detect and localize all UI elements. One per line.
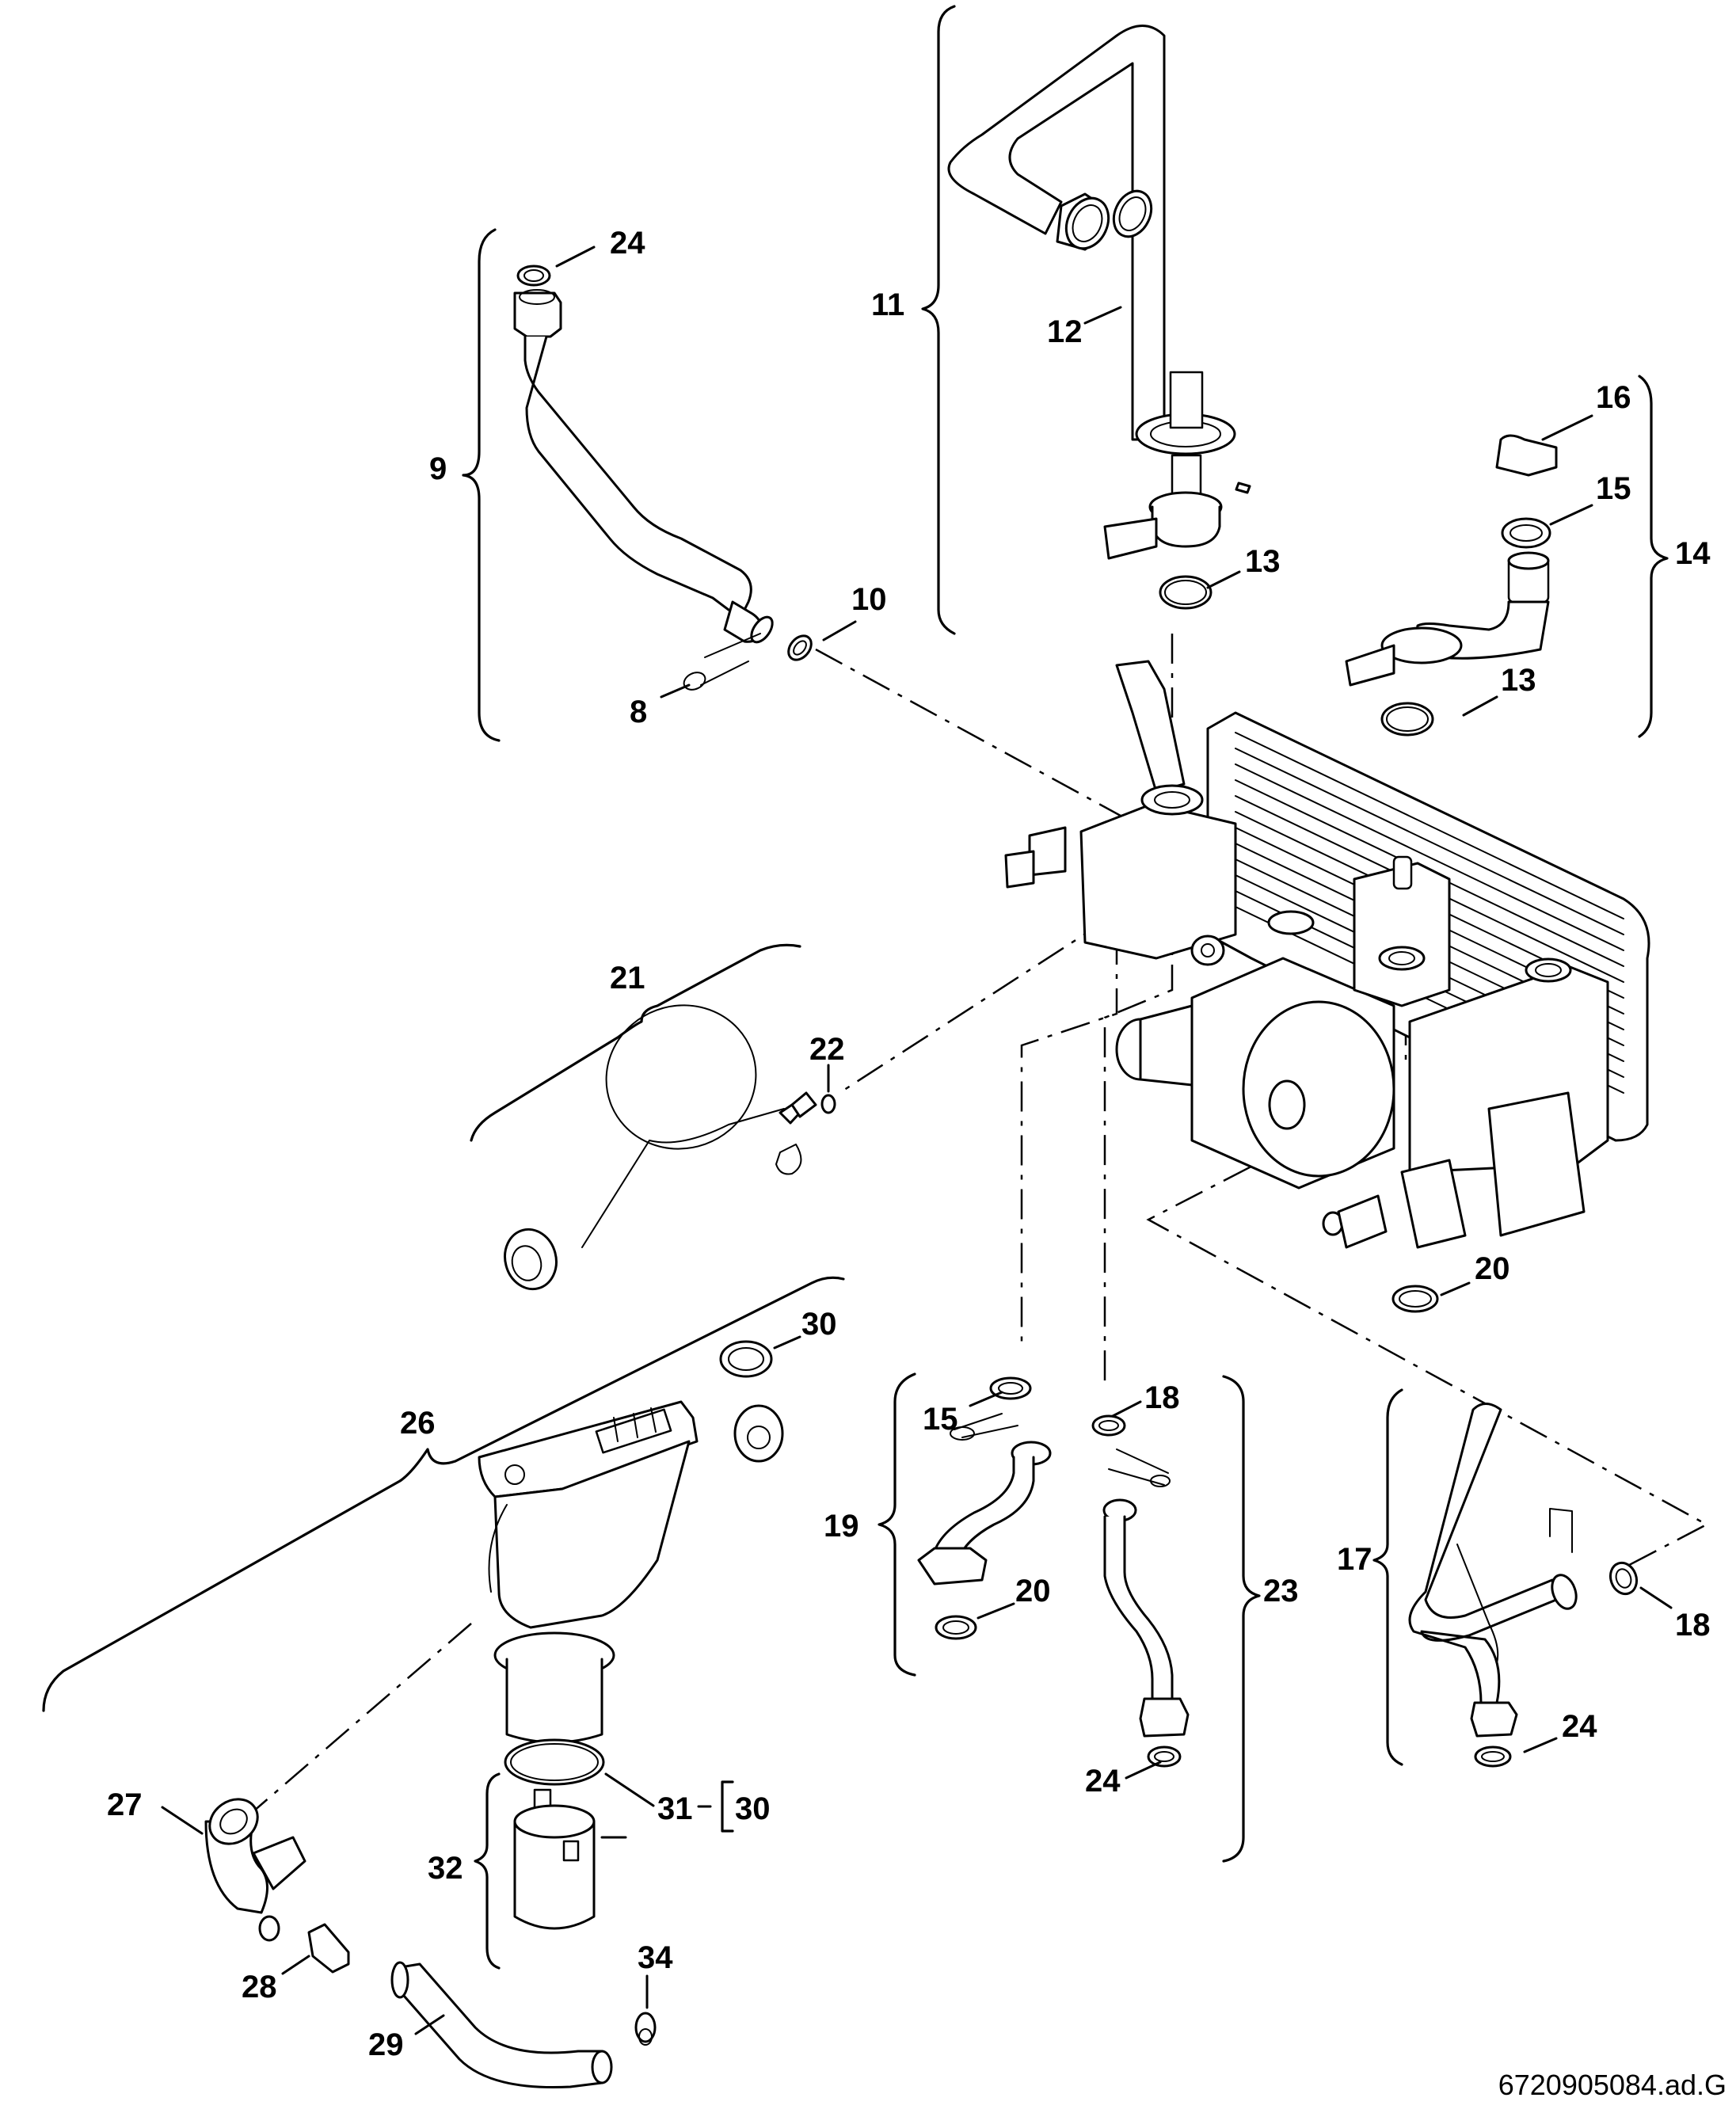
- seal-30-ring: [719, 1340, 773, 1378]
- nut-icon: [1139, 1697, 1190, 1738]
- callout-30: 30: [801, 1307, 837, 1342]
- part-27-elbow: [204, 1798, 306, 1942]
- drain-valve-stem: [790, 1091, 817, 1118]
- valve-head: [1353, 862, 1451, 1007]
- part-14-s-pipe: [1345, 375, 1669, 738]
- callout-22: 22: [809, 1032, 845, 1067]
- callout-18: 18: [1144, 1380, 1180, 1415]
- clip-13-ring: [1159, 575, 1213, 610]
- callout-11: 11: [871, 287, 904, 322]
- manifold-left: [1079, 802, 1237, 960]
- part-21-drain-cable: [470, 943, 836, 1291]
- callout-10: 10: [851, 582, 887, 617]
- part-11-bent-pipe: [921, 5, 1251, 635]
- sensor-plug: [1028, 826, 1067, 877]
- callout-15: 15: [923, 1402, 958, 1437]
- callout-28: 28: [242, 1970, 277, 2004]
- trap-body: [493, 1440, 691, 1629]
- callout-34: 34: [638, 1940, 673, 1975]
- callout-labels: 24 9 8 10 11 12 13 16 15 14 13 20 21 22 …: [107, 226, 1711, 2062]
- callout-24: 24: [1085, 1764, 1121, 1799]
- callout-18: 18: [1675, 1608, 1711, 1643]
- sensor-connector: [1400, 1159, 1467, 1249]
- callout-21: 21: [610, 961, 645, 995]
- part-28-nipple: [307, 1923, 350, 1974]
- screw-icon: [1235, 482, 1251, 494]
- callout-17: 17: [1337, 1542, 1372, 1577]
- callout-15: 15: [1596, 471, 1631, 506]
- hydraulic-block: [1004, 660, 1650, 1313]
- clip: [1549, 1508, 1573, 1553]
- connector-icon: [1004, 850, 1035, 889]
- seal-15-ring: [1501, 517, 1551, 549]
- nut-icon: [513, 291, 562, 338]
- part-34-hose-clamp: [634, 2012, 657, 2046]
- callout-23: 23: [1263, 1574, 1299, 1608]
- part-19-s-pipe: [878, 1372, 1052, 1677]
- seal-24-ring: [1147, 1745, 1182, 1768]
- seal-24-ring: [516, 265, 551, 287]
- callout-8: 8: [630, 695, 647, 729]
- callout-9: 9: [429, 451, 447, 486]
- pump-motor: [1242, 1000, 1395, 1178]
- callout-24: 24: [1562, 1709, 1597, 1744]
- callout-26: 26: [400, 1406, 436, 1441]
- float-cup: [513, 1804, 596, 1839]
- callout-20: 20: [1475, 1251, 1510, 1286]
- clip: [775, 1144, 802, 1175]
- callout-leaders: [161, 246, 1673, 2035]
- callout-14: 14: [1675, 536, 1711, 571]
- document-id: 6720905084.ad.G: [1498, 2069, 1726, 2101]
- clip-8: [683, 672, 706, 691]
- trap-outlet: [733, 1404, 784, 1463]
- bracket: [1115, 660, 1186, 794]
- part-17-bent-pipe: [1372, 1388, 1639, 1768]
- callout-12: 12: [1047, 314, 1083, 349]
- part-9-pipe: [462, 228, 813, 742]
- callout-13: 13: [1501, 663, 1536, 698]
- part-29-hose: [390, 1961, 613, 2089]
- lever-tab: [1345, 644, 1395, 687]
- nut-icon: [917, 1547, 988, 1586]
- callout-24: 24: [610, 226, 645, 261]
- callout-16: 16: [1596, 380, 1631, 415]
- seal-31-ring: [504, 1738, 605, 1786]
- callout-20: 20: [1015, 1574, 1051, 1608]
- drain-plug-knob: [504, 1228, 558, 1291]
- callout-13: 13: [1245, 544, 1281, 579]
- drain-nipple: [1337, 1194, 1388, 1249]
- seal-22-ring: [820, 1094, 836, 1114]
- callout-31: 31: [657, 1791, 693, 1826]
- clip-13-ring: [1380, 702, 1434, 737]
- seal-24-ring: [1474, 1745, 1512, 1768]
- seal-20-ring: [935, 1615, 977, 1640]
- clip: [954, 1413, 1018, 1438]
- callout-32: 32: [428, 1851, 463, 1886]
- seal-18-ring: [1608, 1561, 1639, 1596]
- lever-tab: [1103, 517, 1158, 560]
- seal-12-ring: [1112, 189, 1153, 238]
- callout-30: 30: [735, 1791, 771, 1826]
- callout-29: 29: [368, 2027, 404, 2062]
- nut-icon: [1470, 1701, 1518, 1738]
- clip: [1108, 1449, 1169, 1486]
- seal-18-ring: [1091, 1414, 1126, 1437]
- part-26-condensate-trap: [42, 1276, 845, 1970]
- callout-19: 19: [824, 1509, 859, 1544]
- seal-10-ring: [787, 634, 813, 661]
- part-23-pipe: [1091, 1375, 1261, 1863]
- clip-16: [1495, 434, 1558, 477]
- callout-27: 27: [107, 1787, 143, 1822]
